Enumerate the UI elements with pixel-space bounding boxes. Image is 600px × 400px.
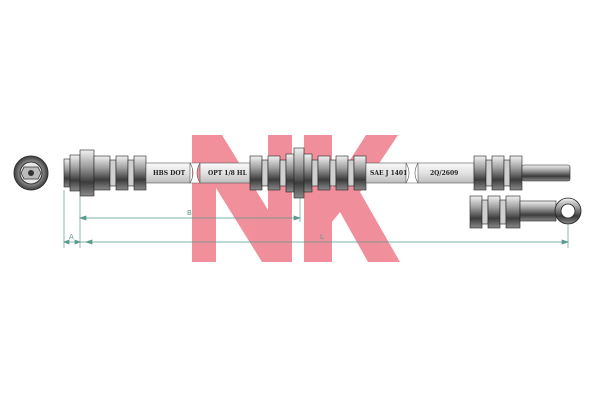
hose-marking-2: OPT 1/8 HL <box>208 170 248 177</box>
dimension-b-label: B <box>187 209 192 217</box>
right-fitting <box>473 155 571 191</box>
hose-section-1: HBS DOT <box>145 162 201 184</box>
hose-section-2: OPT 1/8 HL <box>199 162 251 184</box>
dimension-lines <box>63 190 570 248</box>
hose-section-4: 2Q/2609 <box>417 162 475 184</box>
hose-section-3: SAE J 1401 <box>365 162 419 184</box>
fitting-end-view <box>13 155 49 191</box>
banjo-fitting <box>469 195 582 229</box>
left-fitting <box>63 149 147 197</box>
dimension-l-label: L <box>320 233 324 241</box>
dimension-a-label: A <box>69 233 74 241</box>
middle-fitting <box>249 147 367 199</box>
hose-marking-3: SAE J 1401 <box>370 170 407 177</box>
hose-marking-4: 2Q/2609 <box>430 170 458 177</box>
hose-marking-1: HBS DOT <box>153 170 186 177</box>
